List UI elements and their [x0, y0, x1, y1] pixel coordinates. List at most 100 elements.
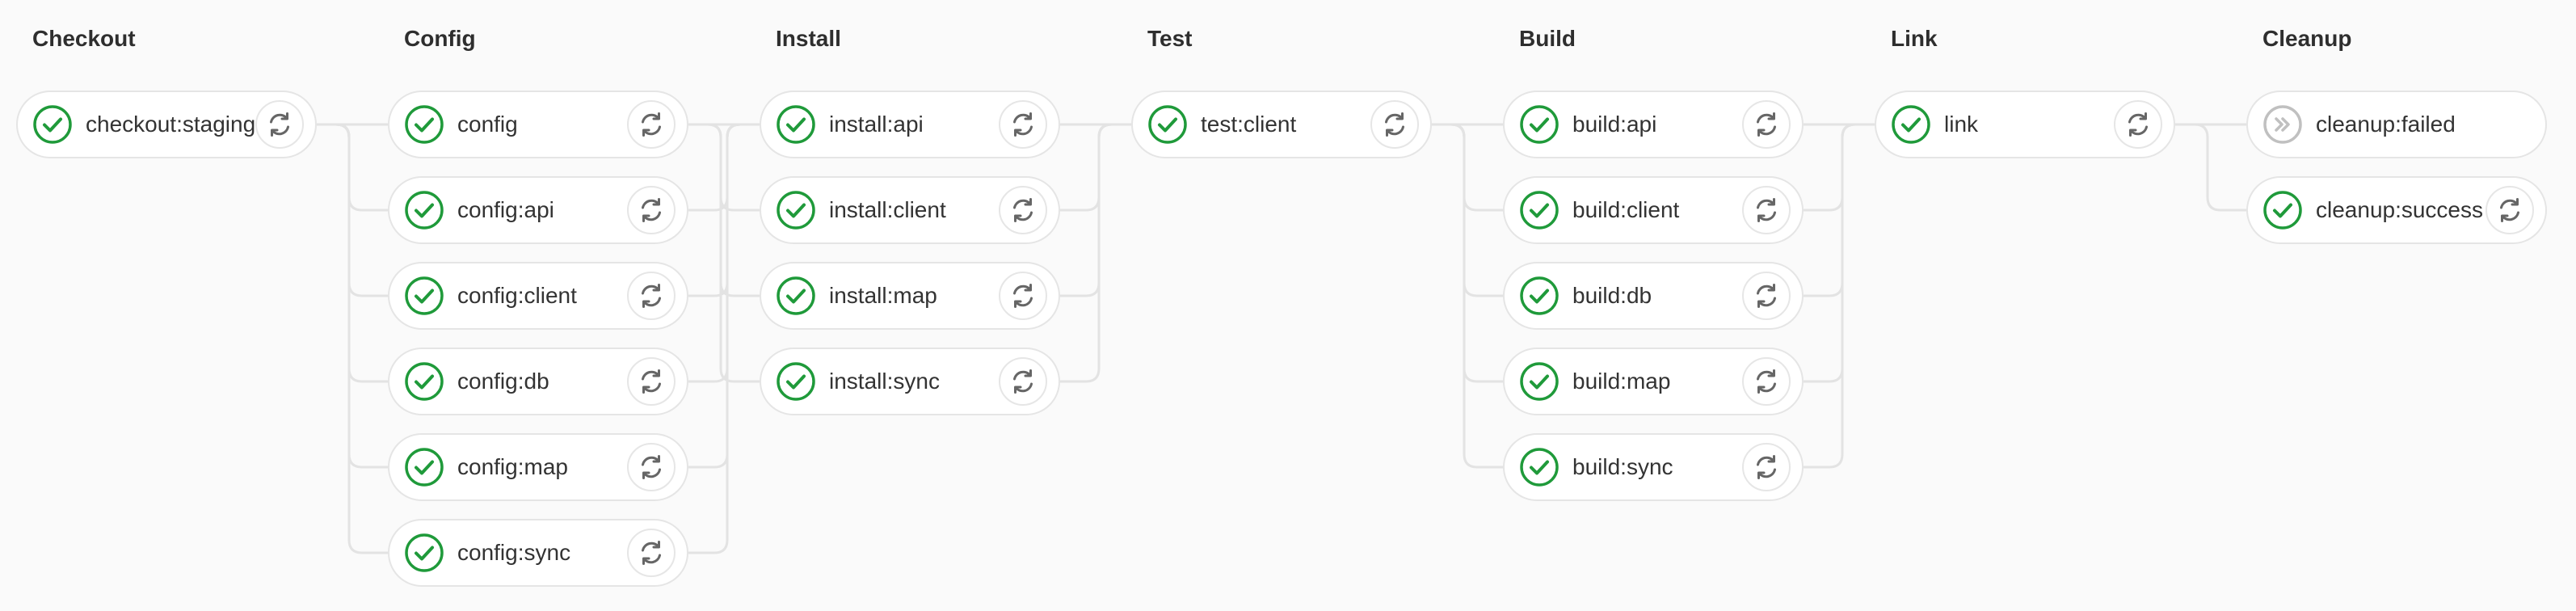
connector-line: [335, 123, 388, 383]
job-name: build:map: [1572, 369, 1671, 394]
retry-button[interactable]: [627, 443, 676, 491]
job-cleanup-failed[interactable]: cleanup:failed: [2246, 91, 2547, 158]
job-link[interactable]: link: [1875, 91, 2175, 158]
job-config-db[interactable]: config:db: [388, 348, 688, 415]
job-config-api[interactable]: config:api: [388, 176, 688, 244]
connector-line: [1450, 123, 1503, 469]
connector-line: [707, 123, 760, 297]
retry-button[interactable]: [999, 357, 1047, 406]
retry-icon: [265, 110, 294, 139]
job-build-api[interactable]: build:api: [1503, 91, 1804, 158]
check-circle-icon: [2262, 190, 2303, 230]
job-name: cleanup:failed: [2316, 112, 2456, 137]
job-config-client[interactable]: config:client: [388, 262, 688, 330]
check-circle-icon: [776, 276, 816, 316]
retry-button[interactable]: [627, 357, 676, 406]
job-name: build:db: [1572, 283, 1652, 308]
job-checkout-staging[interactable]: checkout:staging: [16, 91, 317, 158]
retry-icon: [1008, 110, 1038, 139]
job-build-db[interactable]: build:db: [1503, 262, 1804, 330]
retry-button[interactable]: [627, 272, 676, 320]
check-circle-icon: [1147, 104, 1188, 145]
job-name: config: [457, 112, 518, 137]
job-name: install:api: [829, 112, 924, 137]
job-name: config:sync: [457, 540, 571, 565]
retry-icon: [1752, 367, 1781, 396]
retry-icon: [637, 538, 666, 567]
connector-line: [335, 123, 388, 297]
connector-line: [1804, 123, 1856, 383]
retry-button[interactable]: [627, 186, 676, 234]
check-circle-icon: [404, 533, 444, 573]
connector-line: [335, 123, 388, 554]
job-config-map[interactable]: config:map: [388, 433, 688, 501]
job-name: checkout:staging: [86, 112, 256, 137]
stage-title: Build: [1519, 26, 1576, 51]
connector-line: [2194, 123, 2246, 212]
job-build-sync[interactable]: build:sync: [1503, 433, 1804, 501]
connector-line: [688, 123, 741, 383]
job-name: config:db: [457, 369, 549, 394]
check-circle-icon: [1519, 190, 1559, 230]
connector-line: [688, 123, 741, 212]
job-name: install:client: [829, 197, 946, 222]
retry-icon: [2495, 196, 2524, 225]
connector-line: [1450, 123, 1503, 383]
retry-button[interactable]: [2486, 186, 2534, 234]
retry-button[interactable]: [1742, 357, 1791, 406]
job-name: install:map: [829, 283, 937, 308]
job-name: install:sync: [829, 369, 940, 394]
retry-button[interactable]: [627, 100, 676, 149]
retry-button[interactable]: [1742, 186, 1791, 234]
check-circle-icon: [404, 276, 444, 316]
connector-line: [1804, 123, 1856, 297]
stage-title: Checkout: [32, 26, 136, 51]
check-circle-icon: [404, 361, 444, 402]
retry-button[interactable]: [2114, 100, 2162, 149]
job-install-map[interactable]: install:map: [760, 262, 1060, 330]
retry-button[interactable]: [999, 272, 1047, 320]
connector-line: [335, 123, 388, 469]
retry-button[interactable]: [999, 186, 1047, 234]
stage-title: Cleanup: [2262, 26, 2352, 51]
job-name: build:sync: [1572, 454, 1673, 479]
retry-button[interactable]: [255, 100, 304, 149]
job-name: test:client: [1201, 112, 1297, 137]
retry-button[interactable]: [1742, 272, 1791, 320]
retry-button[interactable]: [627, 529, 676, 577]
job-install-client[interactable]: install:client: [760, 176, 1060, 244]
retry-icon: [1008, 281, 1038, 310]
retry-button[interactable]: [1742, 100, 1791, 149]
retry-icon: [1752, 196, 1781, 225]
job-cleanup-success[interactable]: cleanup:success: [2246, 176, 2547, 244]
connector-line: [1060, 123, 1113, 383]
job-build-map[interactable]: build:map: [1503, 348, 1804, 415]
job-name: link: [1944, 112, 1979, 137]
job-config[interactable]: config: [388, 91, 688, 158]
check-circle-icon: [404, 104, 444, 145]
retry-button[interactable]: [1370, 100, 1419, 149]
stage-title: Install: [776, 26, 841, 51]
retry-icon: [1008, 367, 1038, 396]
retry-icon: [637, 281, 666, 310]
job-test-client[interactable]: test:client: [1131, 91, 1432, 158]
retry-button[interactable]: [1742, 443, 1791, 491]
retry-icon: [1008, 196, 1038, 225]
check-circle-icon: [1519, 276, 1559, 316]
check-circle-icon: [1519, 104, 1559, 145]
job-install-sync[interactable]: install:sync: [760, 348, 1060, 415]
stage-title: Config: [404, 26, 476, 51]
retry-icon: [637, 453, 666, 482]
retry-icon: [1752, 281, 1781, 310]
retry-button[interactable]: [999, 100, 1047, 149]
job-config-sync[interactable]: config:sync: [388, 519, 688, 587]
job-build-client[interactable]: build:client: [1503, 176, 1804, 244]
connector-line: [1060, 123, 1113, 212]
connector-line: [1450, 123, 1503, 297]
job-name: config:api: [457, 197, 554, 222]
check-circle-icon: [1519, 447, 1559, 487]
job-install-api[interactable]: install:api: [760, 91, 1060, 158]
connector-line: [335, 123, 388, 212]
connector-line: [688, 123, 741, 469]
